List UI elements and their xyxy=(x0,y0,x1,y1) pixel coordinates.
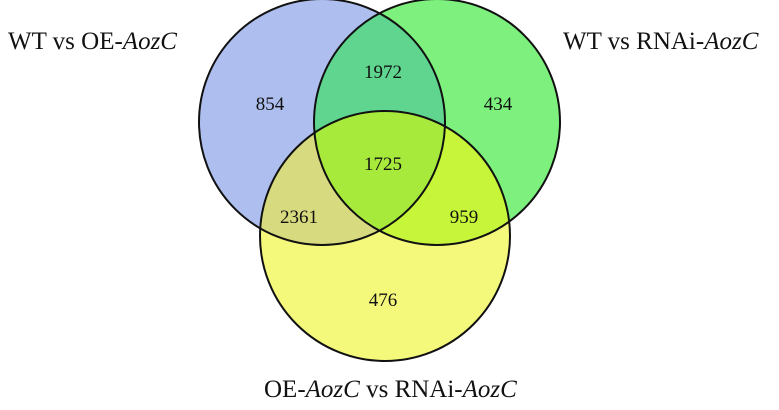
region-ac-count: 2361 xyxy=(280,207,318,228)
region-a-only-count: 854 xyxy=(256,94,285,115)
region-b-only-count: 434 xyxy=(484,94,513,115)
region-bc-count: 959 xyxy=(450,207,479,228)
set-a-outline xyxy=(198,0,446,246)
region-abc-count: 1725 xyxy=(364,154,402,175)
set-b-label: WT vs RNAi-AozC xyxy=(563,28,759,55)
set-c-label: OE-AozC vs RNAi-AozC xyxy=(264,376,517,403)
set-c-outline xyxy=(259,110,511,362)
set-a-label: WT vs OE-AozC xyxy=(8,28,177,55)
region-ab-count: 1972 xyxy=(364,62,402,83)
set-b-outline xyxy=(313,0,561,246)
region-c-only-count: 476 xyxy=(369,290,398,311)
